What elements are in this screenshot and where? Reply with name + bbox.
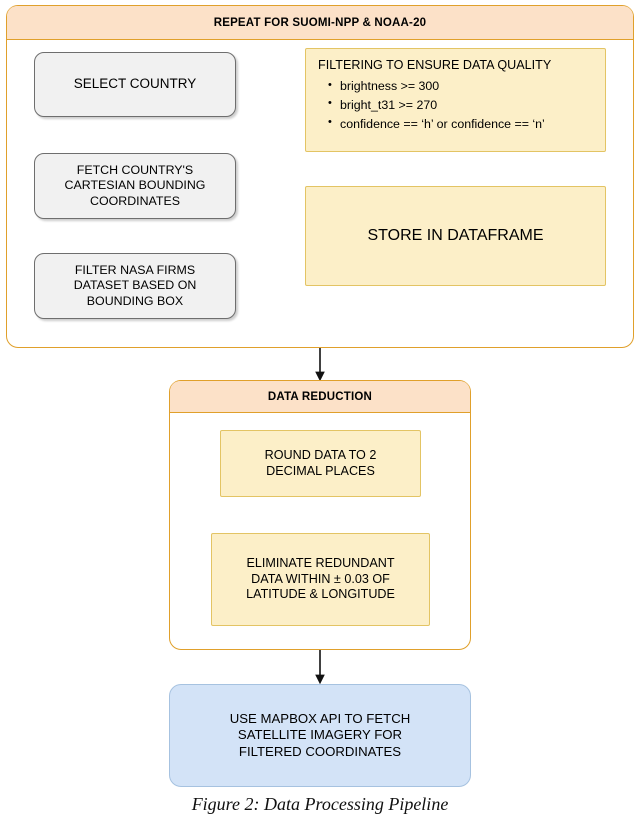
node-filter-firms-line-3: BOUNDING BOX xyxy=(86,293,184,308)
node-fetch-bounding-line-2: CARTESIAN BOUNDING xyxy=(64,178,206,193)
node-select-country[interactable]: SELECT COUNTRY xyxy=(34,52,236,117)
node-filter-firms-line-1: FILTER NASA FIRMS xyxy=(74,263,196,278)
node-select-country-line-1: SELECT COUNTRY xyxy=(73,76,197,92)
node-round-data-line-2: DECIMAL PLACES xyxy=(266,463,375,478)
node-store-dataframe-line-1: STORE IN DATAFRAME xyxy=(367,227,544,245)
node-mapbox-line-3: FILTERED COORDINATES xyxy=(238,743,402,759)
figure-caption: Figure 2: Data Processing Pipeline xyxy=(191,794,449,814)
node-mapbox-line-1: USE MAPBOX API TO FETCH xyxy=(229,711,411,727)
node-eliminate-line-3: LATITUDE & LONGITUDE xyxy=(246,587,395,602)
node-store-in-dataframe[interactable]: STORE IN DATAFRAME xyxy=(305,186,606,286)
node-fetch-bounding-coordinates[interactable]: FETCH COUNTRY'S CARTESIAN BOUNDING COORD… xyxy=(34,153,236,219)
node-filtering-data-quality[interactable]: FILTERING TO ENSURE DATA QUALITY brightn… xyxy=(305,48,606,152)
node-eliminate-redundant-data[interactable]: ELIMINATE REDUNDANT DATA WITHIN ± 0.03 O… xyxy=(211,533,430,626)
node-fetch-bounding-line-3: COORDINATES xyxy=(90,193,180,208)
node-filter-firms-line-2: DATASET BASED ON xyxy=(73,278,197,293)
node-filter-nasa-firms[interactable]: FILTER NASA FIRMS DATASET BASED ON BOUND… xyxy=(34,253,236,319)
group-data-reduction-header: DATA REDUCTION xyxy=(170,381,470,413)
node-eliminate-line-2: DATA WITHIN ± 0.03 OF xyxy=(251,571,390,586)
group-repeat-header: REPEAT FOR SUOMI-NPP & NOAA-20 xyxy=(7,6,633,40)
node-mapbox-line-2: SATELLITE IMAGERY FOR xyxy=(237,727,403,743)
node-use-mapbox-api[interactable]: USE MAPBOX API TO FETCH SATELLITE IMAGER… xyxy=(169,684,471,787)
node-round-data[interactable]: ROUND DATA TO 2 DECIMAL PLACES xyxy=(220,430,421,497)
node-fetch-bounding-line-1: FETCH COUNTRY'S xyxy=(76,163,194,178)
node-round-data-line-1: ROUND DATA TO 2 xyxy=(264,448,377,463)
filtering-criterion-brightness: brightness >= 300 xyxy=(328,77,595,96)
node-eliminate-line-1: ELIMINATE REDUNDANT xyxy=(246,556,395,571)
filtering-criterion-bright-t31: bright_t31 >= 270 xyxy=(328,95,595,115)
filtering-criteria-list: brightness >= 300 bright_t31 >= 270 conf… xyxy=(318,77,595,133)
filtering-title: FILTERING TO ENSURE DATA QUALITY xyxy=(318,58,552,72)
filtering-criterion-confidence: confidence == ‘h’ or confidence == ‘n’ xyxy=(328,114,595,134)
